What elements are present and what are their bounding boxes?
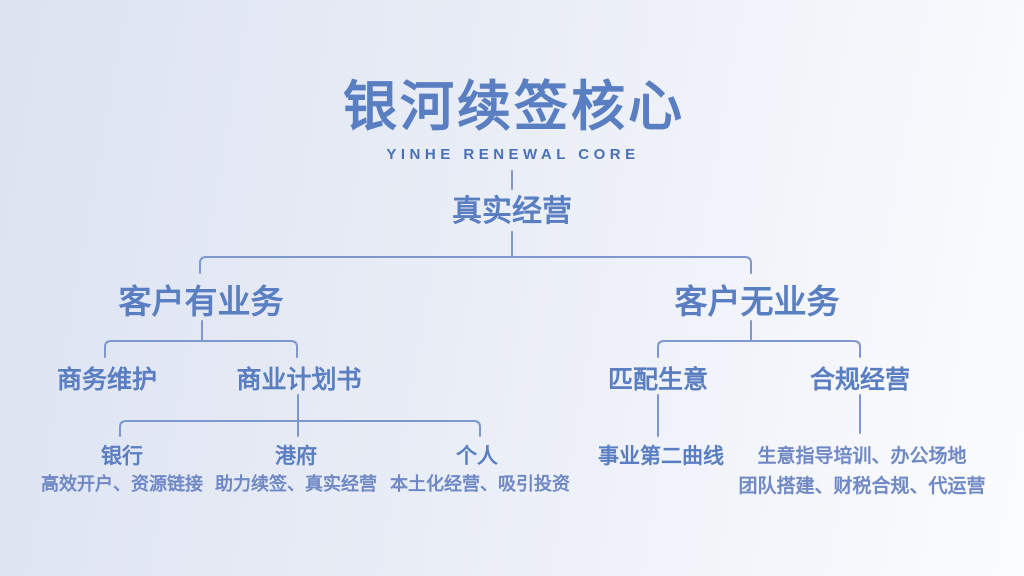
leaf-gov-title: 港府: [275, 445, 317, 468]
leaf-bank-title: 银行: [101, 445, 143, 468]
leaf-compliance-line2: 团队搭建、财税合规、代运营: [738, 476, 986, 497]
connector-level1-bracket: [199, 256, 752, 274]
leaf-personal-title: 个人: [456, 445, 498, 468]
leaf-second-curve-title: 事业第二曲线: [598, 445, 724, 468]
leaf-personal-desc: 本土化经营、吸引投资: [390, 474, 570, 494]
connector-left-level2-bracket: [104, 340, 298, 358]
leaf-compliance-line1: 生意指导培训、办公场地: [757, 446, 967, 467]
leaf-bank-desc: 高效开户、资源链接: [41, 474, 203, 494]
node-business-plan: 商业计划书: [236, 366, 362, 394]
node-business-maintenance: 商务维护: [56, 366, 158, 394]
page-title: 银河续签核心: [343, 77, 685, 137]
page-subtitle: YINHE RENEWAL CORE: [386, 146, 640, 163]
branch-no-business: 客户无业务: [674, 283, 840, 320]
branch-has-business: 客户有业务: [118, 283, 284, 320]
node-compliant-operation: 合规经营: [809, 366, 911, 394]
connector-right-level2-bracket: [657, 340, 861, 358]
tree-root-node: 真实经营: [452, 195, 572, 228]
connector-level3-bracket: [119, 420, 481, 437]
leaf-gov-desc: 助力续签、真实经营: [215, 474, 377, 494]
node-match-business: 匹配生意: [607, 366, 709, 394]
